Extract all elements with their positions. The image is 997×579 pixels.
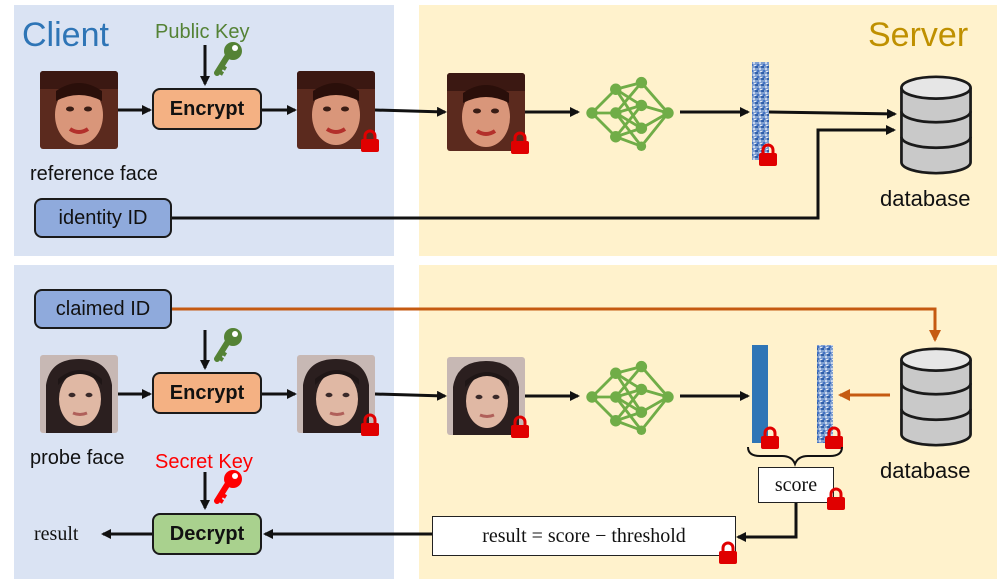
lock-icon: [826, 487, 846, 511]
probe-feature-vector: [752, 345, 768, 443]
brace: [747, 446, 843, 467]
database-label-top: database: [880, 186, 971, 211]
encrypt-button-bottom: Encrypt: [152, 372, 262, 414]
identity-id-box: identity ID: [34, 198, 172, 238]
result-formula-box: result = score − threshold: [432, 516, 736, 556]
lock-icon: [510, 415, 530, 439]
lock-icon: [360, 129, 380, 153]
encrypt-button-top: Encrypt: [152, 88, 262, 130]
reference-face-image: [40, 71, 118, 149]
arrow-probe-to-server: [374, 390, 447, 401]
result-label: result: [34, 523, 79, 545]
probe-face-image: [40, 355, 118, 433]
client-title: Client: [22, 16, 109, 54]
lock-icon: [510, 131, 530, 155]
database-icon-top: [899, 75, 973, 175]
reference-face-label: reference face: [30, 163, 158, 185]
encrypted-feature-vector: [752, 62, 769, 160]
database-label-bottom: database: [880, 458, 971, 483]
secret-key-label: Secret Key: [155, 451, 253, 473]
score-box: score: [758, 467, 834, 503]
decrypt-button: Decrypt: [152, 513, 262, 555]
server-title: Server: [868, 16, 969, 54]
lock-icon: [360, 413, 380, 437]
arrow-identity-to-database: [172, 125, 896, 220]
lock-icon: [718, 541, 738, 565]
stored-feature-vector: [817, 345, 833, 443]
claimed-id-box: claimed ID: [34, 289, 172, 329]
public-key-label: Public Key: [155, 21, 250, 43]
database-icon-bottom: [899, 347, 973, 447]
arrow-feature-to-database: [768, 108, 897, 119]
arrow-client-to-server: [374, 106, 447, 117]
probe-face-label: probe face: [30, 447, 125, 469]
arrow-score-to-result: [736, 503, 798, 542]
claimed-id-arrow: [172, 307, 941, 342]
